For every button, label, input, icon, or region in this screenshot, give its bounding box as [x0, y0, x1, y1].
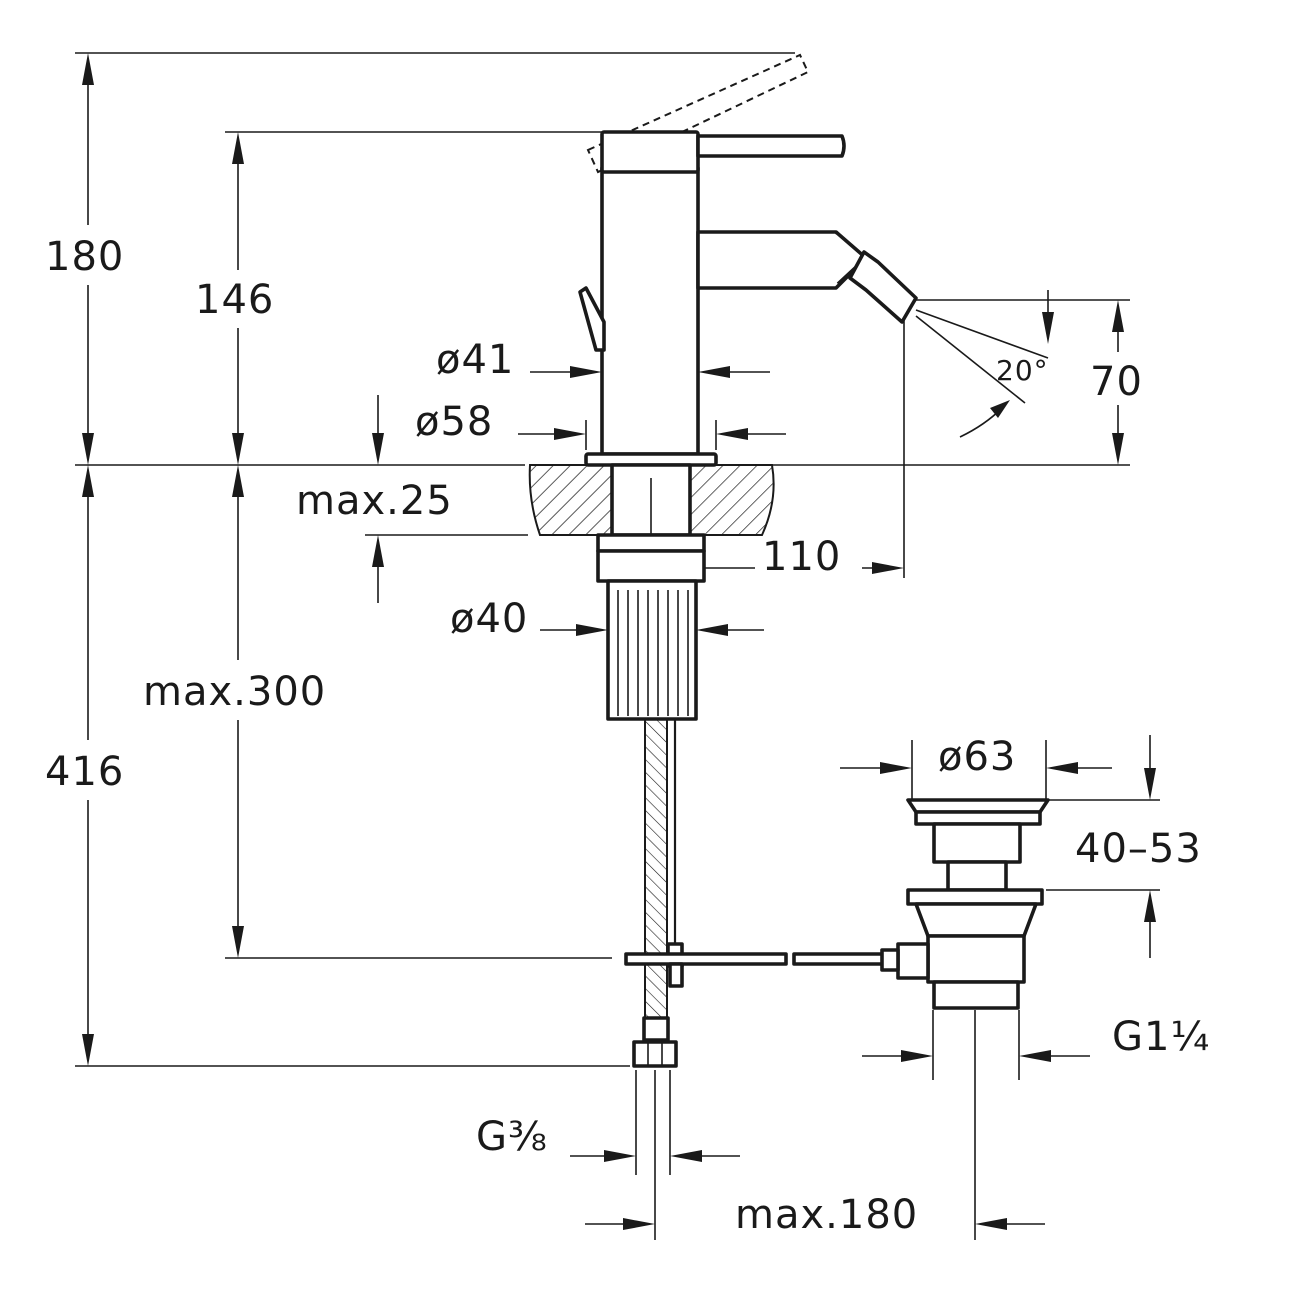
label-max180: max.180: [735, 1192, 918, 1238]
dimension-d40: [540, 624, 764, 636]
label-40-53: 40–53: [1075, 826, 1202, 872]
dimension-d63: [840, 762, 1112, 774]
dimension-max25: [372, 395, 384, 603]
label-max25: max.25: [296, 478, 453, 524]
dimension-180: [82, 53, 94, 465]
shank-ribs: [617, 590, 689, 716]
shank: [596, 463, 706, 721]
label-max300: max.300: [143, 669, 326, 715]
supply-hose: [632, 718, 678, 1068]
label-110: 110: [762, 534, 841, 580]
label-d41: ø41: [436, 337, 514, 383]
label-416: 416: [45, 749, 124, 795]
deck-section: [528, 464, 775, 536]
label-d63: ø63: [938, 734, 1016, 780]
dimension-g1-1-4: [862, 1050, 1090, 1062]
dimension-146: [232, 132, 244, 465]
label-146: 146: [195, 277, 274, 323]
waste-fitting: [880, 798, 1050, 1010]
label-g3-8: G⅜: [476, 1114, 548, 1160]
dimension-40-53: [1144, 735, 1156, 958]
spray-angle: [915, 290, 1054, 438]
dimension-labels: 180 146 ø41 ø58 max.25 110 20° 70 ø40 ma…: [45, 234, 1210, 1238]
dimension-g3-8: [570, 1150, 740, 1162]
reference-lines: [75, 52, 1160, 1240]
label-70: 70: [1090, 359, 1143, 405]
dimension-70: [1112, 300, 1124, 465]
dimension-max300: [232, 465, 244, 958]
dimension-d58: [518, 420, 786, 450]
label-d58: ø58: [415, 399, 493, 445]
dimension-max180: [585, 1218, 1045, 1230]
label-180: 180: [45, 234, 124, 280]
mixer-body: [578, 53, 918, 467]
dimension-416: [82, 465, 94, 1066]
dimension-d41: [530, 366, 770, 378]
label-20deg: 20°: [996, 354, 1049, 387]
label-d40: ø40: [450, 596, 528, 642]
label-g1-1-4: G1¼: [1112, 1014, 1210, 1060]
